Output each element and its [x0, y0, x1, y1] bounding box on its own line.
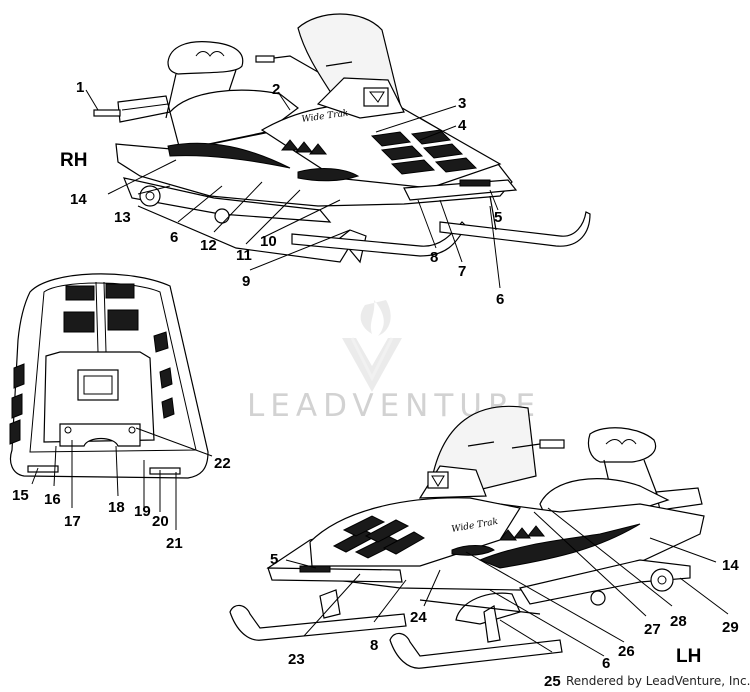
- callout-label: 5: [494, 209, 502, 226]
- render-credit: Rendered by LeadVenture, Inc.: [566, 674, 750, 688]
- callout-label: 23: [288, 651, 305, 668]
- callout-label: 12: [200, 237, 217, 254]
- callout-label: 24: [410, 609, 427, 626]
- callout-label: 15: [12, 487, 29, 504]
- view-label-rh: RH: [60, 150, 87, 171]
- snowmobile-right-side-view: Wide Trak: [115, 13, 591, 264]
- callout-label: 20: [152, 513, 169, 530]
- callout-label: 1: [76, 79, 84, 96]
- callout-label: 25: [544, 673, 561, 690]
- callout-label: 17: [64, 513, 81, 530]
- view-label-lh: LH: [676, 646, 701, 667]
- hood-bottom-view: [9, 273, 209, 479]
- callout-label: 10: [260, 233, 277, 250]
- callout-label: 6: [496, 291, 504, 308]
- callout-label: 13: [114, 209, 131, 226]
- snowmobile-left-side-view: Wide Trak: [229, 405, 705, 669]
- callout-label: 28: [670, 613, 687, 630]
- callout-label: 18: [108, 499, 125, 516]
- callout-label: 27: [644, 621, 661, 638]
- callout-label: 11: [236, 247, 252, 264]
- callout-label: 22: [214, 455, 231, 472]
- callout-leaders-bottom: [285, 507, 729, 657]
- callout-label: 14: [722, 557, 739, 574]
- callout-label: 3: [458, 95, 466, 112]
- callout-label: 16: [44, 491, 61, 508]
- callout-label: 21: [166, 535, 183, 552]
- callout-label: 7: [458, 263, 466, 280]
- callout-label: 19: [134, 503, 151, 520]
- callout-label: 9: [242, 273, 250, 290]
- watermark-logo: [342, 300, 402, 392]
- callout-label: 4: [458, 117, 467, 134]
- callout-leaders-hood: [31, 427, 213, 530]
- callout-label: 8: [370, 637, 378, 654]
- callout-label: 6: [602, 655, 610, 672]
- callout-label: 29: [722, 619, 739, 636]
- callout-label: 2: [272, 81, 280, 98]
- callout-leaders-top: [85, 89, 501, 289]
- callout-label: 5: [270, 551, 278, 568]
- callout-label: 6: [170, 229, 178, 246]
- callout-label: 26: [618, 643, 635, 660]
- callout-label: 14: [70, 191, 87, 208]
- callout-label: 8: [430, 249, 438, 266]
